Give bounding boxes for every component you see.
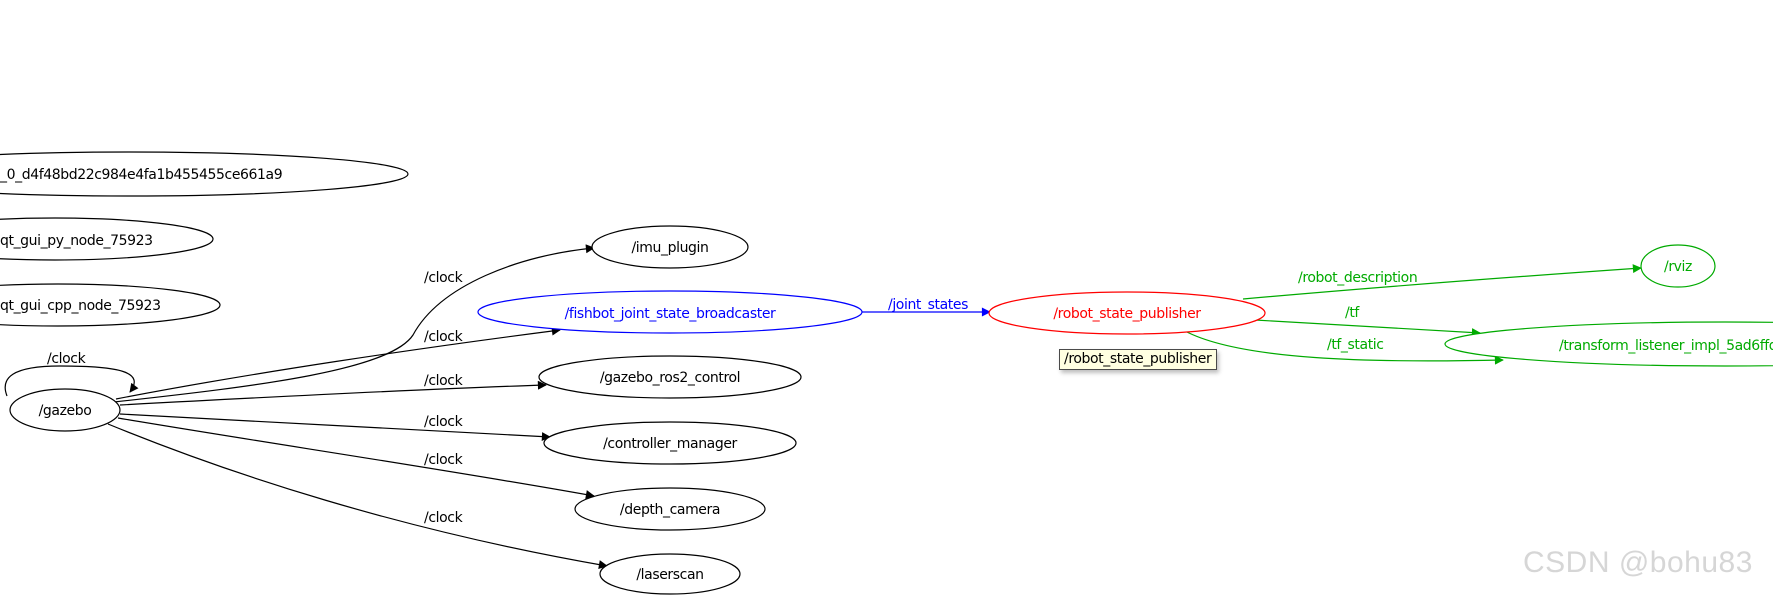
node-hash-label: _0_d4f48bd22c984e4fa1b455455ce661a9: [0, 167, 282, 183]
node-controller-manager[interactable]: /controller_manager: [543, 421, 797, 465]
node-qt-gui-py[interactable]: qt_gui_py_node_75923: [0, 217, 214, 261]
node-hash[interactable]: _0_d4f48bd22c984e4fa1b455455ce661a9: [0, 151, 409, 197]
edge-gazebo-imu-clock[interactable]: [113, 244, 595, 403]
node-gazebo-label: /gazebo: [39, 403, 92, 419]
node-qt-gui-cpp-label: qt_gui_cpp_node_75923: [0, 298, 161, 314]
edge-label-joint-states: /joint_states: [888, 297, 968, 313]
edge-gazebo-gazebo-ros2-control-clock[interactable]: [119, 380, 547, 406]
node-rviz-label: /rviz: [1664, 259, 1692, 275]
node-depth-camera-label: /depth_camera: [620, 502, 720, 518]
edge-label-robot-description: /robot_description: [1298, 270, 1417, 286]
node-depth-camera[interactable]: /depth_camera: [574, 487, 766, 531]
edge-rsp-tf-listener-tf-static[interactable]: [1184, 330, 1504, 365]
node-controller-manager-label: /controller_manager: [603, 436, 737, 452]
edge-gazebo-laserscan-clock[interactable]: [107, 423, 608, 570]
node-transform-listener-label: /transform_listener_impl_5ad6ffd06: [1559, 338, 1773, 354]
edge-label-clock-gazebo-ros2-control: /clock: [424, 373, 464, 389]
node-gazebo-ros2-control[interactable]: /gazebo_ros2_control: [538, 355, 802, 399]
node-imu-plugin[interactable]: /imu_plugin: [591, 225, 749, 269]
node-laserscan-label: /laserscan: [636, 567, 703, 583]
node-qt-gui-cpp[interactable]: qt_gui_cpp_node_75923: [0, 283, 221, 327]
node-robot-state-publisher-label: /robot_state_publisher: [1053, 306, 1201, 322]
node-tooltip: /robot_state_publisher: [1059, 349, 1218, 370]
edge-label-clock-depth-camera: /clock: [424, 452, 464, 468]
edge-gazebo-self-clock[interactable]: [4, 365, 139, 397]
csdn-watermark: CSDN @bohu83: [1523, 546, 1753, 579]
edge-rsp-tf-listener-tf[interactable]: [1254, 319, 1481, 338]
edge-label-clock-self: /clock: [47, 351, 87, 367]
node-joint-state-broadcaster-label: /fishbot_joint_state_broadcaster: [565, 306, 776, 322]
node-robot-state-publisher[interactable]: /robot_state_publisher: [988, 291, 1266, 335]
edge-gazebo-controller-manager-clock[interactable]: [119, 413, 551, 442]
node-joint-state-broadcaster[interactable]: /fishbot_joint_state_broadcaster: [477, 290, 863, 334]
edge-label-clock-laserscan: /clock: [424, 510, 464, 526]
node-gazebo[interactable]: /gazebo: [9, 388, 121, 432]
node-rviz[interactable]: /rviz: [1640, 244, 1716, 288]
node-imu-plugin-label: /imu_plugin: [631, 240, 708, 256]
node-laserscan[interactable]: /laserscan: [599, 553, 741, 595]
node-gazebo-ros2-control-label: /gazebo_ros2_control: [600, 370, 740, 386]
node-qt-gui-py-label: qt_gui_py_node_75923: [0, 233, 153, 249]
edge-label-clock-imu: /clock: [424, 270, 464, 286]
edge-label-clock-controller-manager: /clock: [424, 414, 464, 430]
edge-rsp-rviz-robot-description[interactable]: [1242, 264, 1642, 300]
edge-label-tf: /tf: [1345, 305, 1360, 321]
edge-label-tf-static: /tf_static: [1327, 337, 1384, 353]
node-transform-listener[interactable]: /transform_listener_impl_5ad6ffd06: [1444, 321, 1773, 367]
edge-gazebo-depth-camera-clock[interactable]: [117, 417, 595, 499]
edge-gazebo-jsb-clock[interactable]: [115, 326, 561, 400]
edge-label-clock-jsb: /clock: [424, 329, 464, 345]
